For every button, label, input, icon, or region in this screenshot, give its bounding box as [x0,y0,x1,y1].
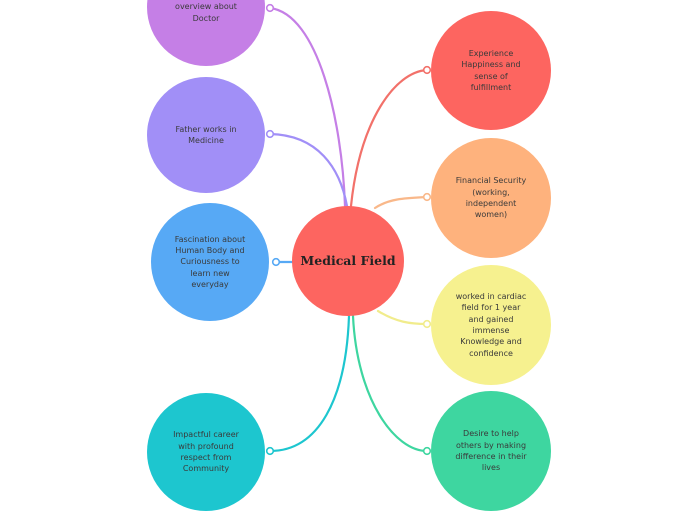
connector-handle-desire[interactable] [422,446,432,456]
central-topic-label: Medical Field [300,253,396,269]
connector-handle-financial[interactable] [422,192,432,202]
connector-cardiac [376,309,429,326]
connector-handle-impactful[interactable] [265,446,275,456]
branch-label-experience: Experience Happiness and sense of fulfil… [461,48,521,92]
connector-father [268,132,349,208]
connector-impactful [268,314,351,453]
connector-handle-fascination[interactable] [271,257,281,267]
branch-node-fascination[interactable]: Fascination about Human Body and Curious… [151,203,269,321]
central-topic-node[interactable]: Medical Field [292,206,404,316]
connector-experience [349,68,429,208]
branch-node-impactful[interactable]: Impactful career with profound respect f… [147,393,265,511]
branch-label-cardiac: worked in cardiac field for 1 year and g… [455,292,527,358]
branch-node-cardiac[interactable]: worked in cardiac field for 1 year and g… [431,265,551,385]
connector-desire [351,314,429,453]
connector-handle-cardiac[interactable] [422,319,432,329]
branch-label-financial: Financial Security (working, independent… [455,176,527,220]
branch-label-fascination: Fascination about Human Body and Curious… [174,234,246,289]
connector-observation [268,6,347,208]
branch-node-desire[interactable]: Desire to help others by making differen… [431,391,551,511]
branch-label-observation: Observation and overview about Doctor [173,0,239,23]
branch-label-father: Father works in Medicine [175,124,237,145]
branch-node-financial[interactable]: Financial Security (working, independent… [431,138,551,258]
connector-financial [373,195,429,210]
connector-handle-father[interactable] [265,129,275,139]
branch-label-desire: Desire to help others by making differen… [455,429,527,473]
connector-handle-experience[interactable] [422,65,432,75]
branch-node-father[interactable]: Father works in Medicine [147,77,265,193]
connector-handle-observation[interactable] [265,3,275,13]
branch-label-impactful: Impactful career with profound respect f… [173,430,239,474]
branch-node-experience[interactable]: Experience Happiness and sense of fulfil… [431,11,551,130]
